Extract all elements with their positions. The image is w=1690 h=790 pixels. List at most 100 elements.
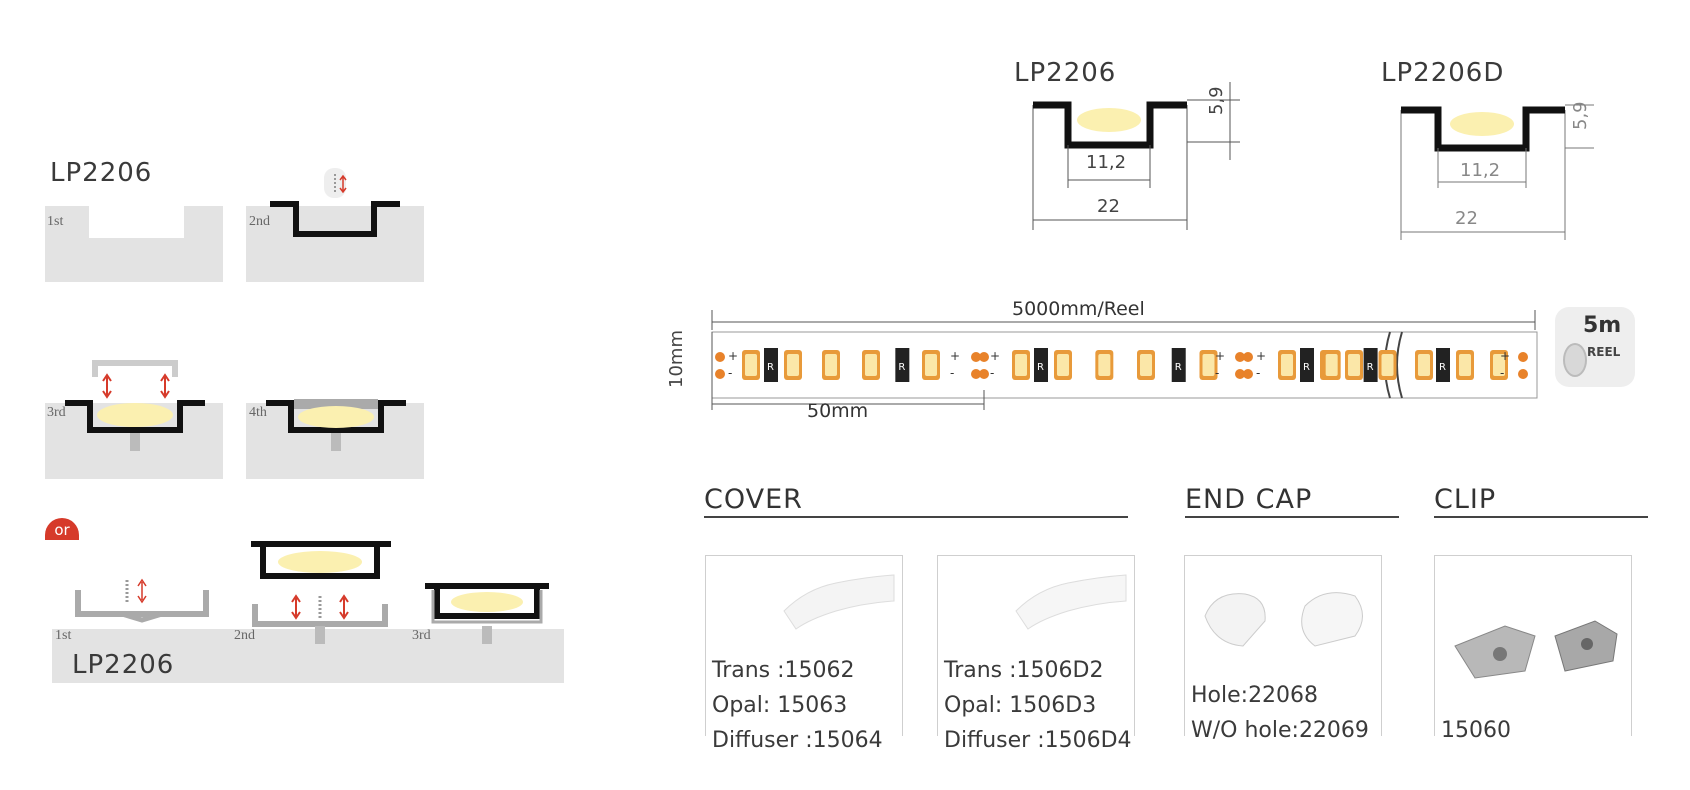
cover-code: Diffuser :15064	[712, 728, 883, 753]
end-cap-underline	[1185, 516, 1399, 518]
led-emitter	[745, 354, 757, 376]
resistor	[1171, 348, 1186, 382]
solder-pad	[979, 369, 989, 379]
step-label: 1st	[55, 628, 72, 643]
minus-sign: -	[1500, 366, 1504, 380]
cover-card-2: Trans :1506D2 Opal: 1506D3 Diffuser :150…	[937, 555, 1135, 753]
cover-code: Diffuser :1506D4	[944, 728, 1132, 753]
minus-sign: -	[728, 366, 732, 380]
resistor-mark: R	[898, 362, 905, 373]
minus-sign: -	[1256, 366, 1260, 380]
led-emitter	[1418, 354, 1430, 376]
step-2-wall	[246, 206, 424, 282]
solder-pad	[1243, 352, 1253, 362]
solder-pad	[715, 352, 725, 362]
step-b3-profile	[425, 583, 549, 644]
solder-pad	[971, 369, 981, 379]
cover-heading: COVER	[704, 484, 803, 515]
step-b1-wall	[52, 629, 232, 683]
resistor-mark: R	[767, 362, 774, 373]
led-emitter	[1348, 354, 1360, 376]
minus-sign: -	[1215, 366, 1219, 380]
solder-pad	[1235, 369, 1245, 379]
led-emitter	[1381, 354, 1394, 376]
reel-label: REEL	[1587, 345, 1621, 359]
end-cap-heading: END CAP	[1185, 484, 1313, 515]
solder-pad	[1243, 369, 1253, 379]
led-emitter	[825, 354, 837, 376]
plus-sign: +	[1256, 349, 1266, 363]
led-emitter	[1325, 354, 1338, 376]
led-emitter	[1057, 354, 1069, 376]
plus-sign: +	[1215, 349, 1225, 363]
led-emitter	[1459, 354, 1471, 376]
plus-sign: +	[1500, 349, 1510, 363]
cover-card-1: Trans :15062 Opal: 15063 Diffuser :15064	[705, 555, 903, 753]
led-emitter	[1098, 354, 1111, 376]
profile-drawing-lp2206	[1032, 82, 1240, 230]
resistor	[764, 348, 778, 382]
resistor	[1436, 348, 1450, 382]
step-label: 3rd	[412, 628, 431, 643]
clip-underline	[1434, 516, 1648, 518]
or-badge: or	[45, 518, 79, 540]
step-4-profile	[266, 399, 406, 451]
inner-width-dim: 11,2	[1086, 152, 1127, 173]
resistor	[1300, 348, 1314, 382]
resistor-mark: R	[1439, 362, 1446, 373]
end-cap-card: Hole:22068 W/O hole:22069	[1184, 555, 1382, 743]
end-cap-code: W/O hole:22069	[1191, 718, 1369, 743]
segment-length-label: 50mm	[807, 400, 869, 422]
resistor	[1034, 348, 1048, 382]
step-b1-profile	[75, 578, 209, 623]
solder-pad	[1518, 352, 1528, 362]
step-label: 2nd	[249, 214, 270, 229]
resistor	[1363, 348, 1378, 382]
step-2-profile	[270, 168, 400, 237]
plus-sign: +	[990, 349, 1000, 363]
cover-code: Trans :15062	[712, 658, 855, 683]
clip-code: 15060	[1441, 718, 1511, 743]
led-emitter	[865, 354, 877, 376]
minus-sign: -	[950, 366, 954, 380]
resistor-mark: R	[1367, 362, 1374, 373]
resistor-mark: R	[1175, 362, 1182, 373]
step-1-wall	[45, 206, 223, 282]
solder-pad	[971, 352, 981, 362]
step-label: 4th	[249, 405, 267, 420]
led-emitter	[925, 354, 937, 376]
end-cap-image	[1204, 592, 1363, 647]
step-3-profile	[65, 360, 205, 451]
resistor	[895, 348, 910, 382]
outer-width-dim: 22	[1455, 208, 1478, 229]
reel-badge: 5m REEL	[1555, 307, 1635, 387]
cover-code: Opal: 15063	[712, 693, 848, 718]
resistor-mark: R	[1303, 362, 1310, 373]
clip-card: 15060	[1434, 555, 1632, 743]
cover-code: Trans :1506D2	[944, 658, 1104, 683]
led-emitter	[1493, 354, 1505, 376]
height-dim: 5,9	[1206, 86, 1227, 115]
strip-length-label: 5000mm/Reel	[1012, 298, 1145, 320]
profile-title: LP2206D	[1381, 58, 1505, 88]
clip-heading: CLIP	[1434, 484, 1497, 515]
cover-underline	[704, 516, 1128, 518]
cover-image	[783, 574, 895, 630]
installation-bottom-title: LP2206	[72, 650, 175, 680]
plus-sign: +	[728, 349, 738, 363]
installation-title: LP2206	[50, 158, 153, 188]
solder-pad	[1235, 352, 1245, 362]
cover-code: Opal: 1506D3	[944, 693, 1097, 718]
profile-drawing-lp2206d	[1400, 104, 1594, 240]
plus-sign: +	[950, 349, 960, 363]
step-label: 1st	[47, 214, 64, 229]
led-emitter	[1140, 354, 1152, 376]
clip-image	[1454, 620, 1618, 679]
solder-pad	[1518, 369, 1528, 379]
strip-width-label: 10mm	[666, 330, 687, 388]
cover-image	[1015, 574, 1127, 630]
solder-pad	[979, 352, 989, 362]
led-emitter	[787, 354, 799, 376]
end-cap-code: Hole:22068	[1191, 683, 1319, 708]
